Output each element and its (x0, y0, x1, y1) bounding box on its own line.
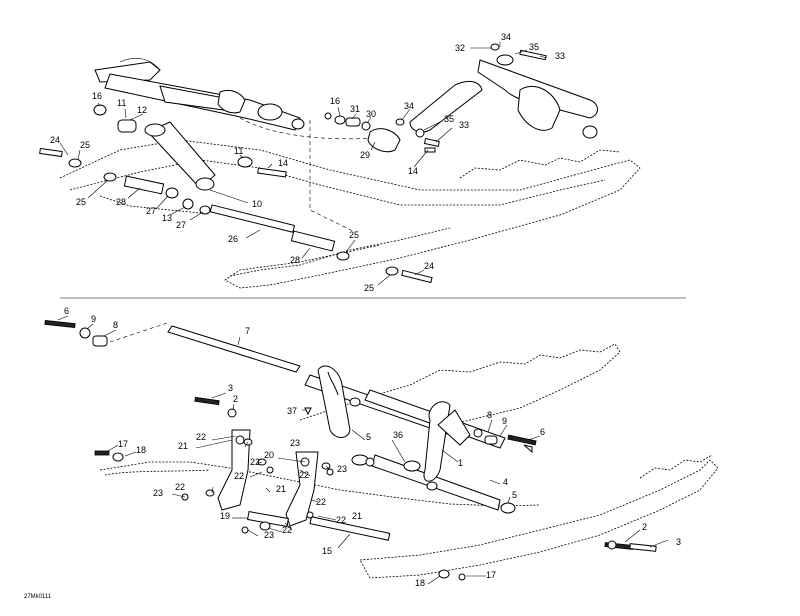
callout-l3a: 3 (228, 383, 233, 393)
callout-u25c: 25 (349, 230, 359, 240)
callout-u24a: 24 (50, 135, 60, 145)
callout-u27b: 27 (176, 220, 186, 230)
callout-u28a: 28 (116, 197, 126, 207)
callout-l22e: 22 (175, 482, 185, 492)
callout-l36: 36 (393, 430, 403, 440)
callout-u33a: 33 (555, 51, 565, 61)
callout-u11a: 11 (117, 98, 126, 108)
callout-u29: 29 (360, 150, 370, 160)
callout-l2a: 2 (233, 394, 238, 404)
callout-l22f: 22 (316, 497, 326, 507)
callout-u14a: 14 (408, 166, 418, 176)
callout-l21a: 21 (178, 441, 188, 451)
callout-u12: 12 (137, 105, 147, 115)
lower-left-hardware (44, 320, 171, 347)
callout-l3b: 3 (676, 537, 681, 547)
lower-leaders (57, 315, 669, 585)
callout-u25b: 25 (76, 197, 86, 207)
callout-u30: 30 (366, 109, 376, 119)
callout-l37: 37 (287, 406, 297, 416)
callout-l21b: 21 (276, 484, 286, 494)
callout-l1: 1 (458, 458, 463, 468)
callout-u35a: 35 (529, 42, 539, 52)
callout-u10: 10 (252, 199, 262, 209)
callout-l18a: 18 (136, 445, 146, 455)
callout-u34b: 34 (404, 101, 414, 111)
callout-l5a: 5 (366, 432, 371, 442)
callout-l15: 15 (322, 546, 332, 556)
lower-right-hardware (473, 428, 657, 552)
lower-left-small-hardware (94, 396, 466, 581)
callout-u27a: 27 (146, 206, 156, 216)
callout-l23d: 23 (264, 530, 274, 540)
upper-left-hardware (39, 104, 433, 284)
dashed-leader-upper-2 (239, 117, 381, 140)
callout-l22c: 22 (299, 470, 309, 480)
callout-l4: 4 (503, 477, 508, 487)
callout-l8b: 8 (487, 410, 492, 420)
diagram-code: 27Mk0111 (24, 594, 52, 600)
callout-l23b: 23 (337, 464, 347, 474)
callout-l20: 20 (264, 450, 274, 460)
callout-l9b: 9 (502, 416, 507, 426)
lower-slide-rail (99, 343, 719, 579)
upper-leaders (59, 42, 548, 286)
callout-l2b: 2 (642, 522, 647, 532)
upper-assembly (39, 42, 641, 289)
callout-l8a: 8 (113, 320, 118, 330)
lower-assembly (44, 315, 719, 585)
dashed-leader-upper (309, 120, 356, 233)
callout-u33b: 33 (459, 120, 469, 130)
callout-l23c: 23 (153, 488, 163, 498)
callout-u14b: 14 (278, 158, 288, 168)
callout-u28b: 28 (290, 255, 300, 265)
callout-u13: 13 (162, 213, 172, 223)
shock-absorber-upper (94, 57, 305, 191)
tube-7 (167, 325, 301, 373)
callout-l22b: 22 (250, 457, 260, 467)
callout-l17b: 17 (486, 570, 496, 580)
callout-l9a: 9 (91, 314, 96, 324)
callout-l22d: 22 (234, 471, 244, 481)
callout-u16a: 16 (92, 91, 102, 101)
callout-l7: 7 (245, 326, 250, 336)
callout-u16b: 16 (330, 96, 340, 106)
callout-u32: 32 (455, 43, 465, 53)
upper-right-assembly (324, 43, 598, 153)
callout-l6a: 6 (64, 306, 69, 316)
callout-u35b: 35 (444, 114, 454, 124)
callout-u26: 26 (228, 234, 238, 244)
callout-l5b: 5 (512, 490, 517, 500)
callout-l21c: 21 (352, 511, 362, 521)
callout-l22a: 22 (196, 432, 206, 442)
callout-l18b: 18 (415, 578, 425, 588)
callout-u25a: 25 (80, 140, 90, 150)
callout-u31: 31 (350, 104, 360, 114)
callout-l22g: 22 (282, 525, 292, 535)
callout-l17a: 17 (118, 439, 128, 449)
upper-slide-rail (59, 139, 641, 289)
callout-u34a: 34 (501, 32, 511, 42)
callout-u25d: 25 (364, 283, 374, 293)
central-bracket-assembly (304, 365, 516, 514)
callout-l22h: 22 (336, 515, 346, 525)
callout-u24b: 24 (424, 261, 434, 271)
callout-u11b: 11 (234, 146, 243, 156)
callout-l6b: 6 (540, 427, 545, 437)
callout-l19: 19 (220, 511, 230, 521)
callout-l23a: 23 (290, 438, 300, 448)
